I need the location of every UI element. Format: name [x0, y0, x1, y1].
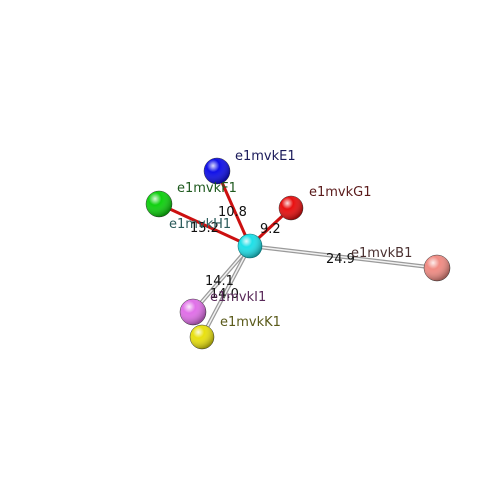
node-label-n-e1: e1mvkE1 [235, 149, 296, 164]
sphere-shading-n-f1 [146, 191, 172, 217]
sphere-layer [145, 157, 451, 350]
bond-n-e1 [215, 170, 252, 247]
sphere-shading-n-e1 [204, 158, 230, 184]
node-label-n-b1: e1mvkB1 [351, 246, 412, 261]
sphere-shading-n-i1 [180, 299, 206, 325]
bond-layer [158, 170, 438, 338]
bond-highlight-n-i1 [192, 245, 251, 313]
distance-label-n-b1: 24.9 [326, 252, 355, 267]
center-sphere-shading [238, 234, 262, 258]
node-label-n-k1: e1mvkK1 [220, 315, 281, 330]
node-label-n-h1: e1mvkH1 [169, 217, 231, 232]
sphere-shading-n-b1 [424, 255, 450, 281]
bond-highlight-n-k1 [201, 245, 251, 338]
distance-label-n-e1: 10.8 [218, 205, 247, 220]
node-label-n-f1: e1mvkF1 [177, 181, 237, 196]
sphere-shading-n-k1 [190, 325, 214, 349]
distance-label-n-k1: 14.0 [210, 287, 239, 302]
distance-label-n-i1: 14.1 [205, 274, 234, 289]
node-label-n-g1: e1mvkG1 [309, 185, 372, 200]
distance-label-n-f1: 15.2 [190, 221, 219, 236]
sphere-shading-n-g1 [279, 196, 303, 220]
node-label-n-i1: e1mvkI1 [210, 290, 266, 305]
distance-label-n-g1: 9.2 [260, 222, 281, 237]
bond-highlight-n-b1 [249, 245, 438, 269]
node-label-layer: e1mvkB1 e1mvkE1 e1mvkF1 e1mvkG1 e1mvkH1 e1mvk… [169, 149, 412, 330]
bond-n-f1 [158, 202, 251, 248]
distance-label-layer: 24.9 10.815.2 9.2 14.114.0 [190, 205, 355, 302]
